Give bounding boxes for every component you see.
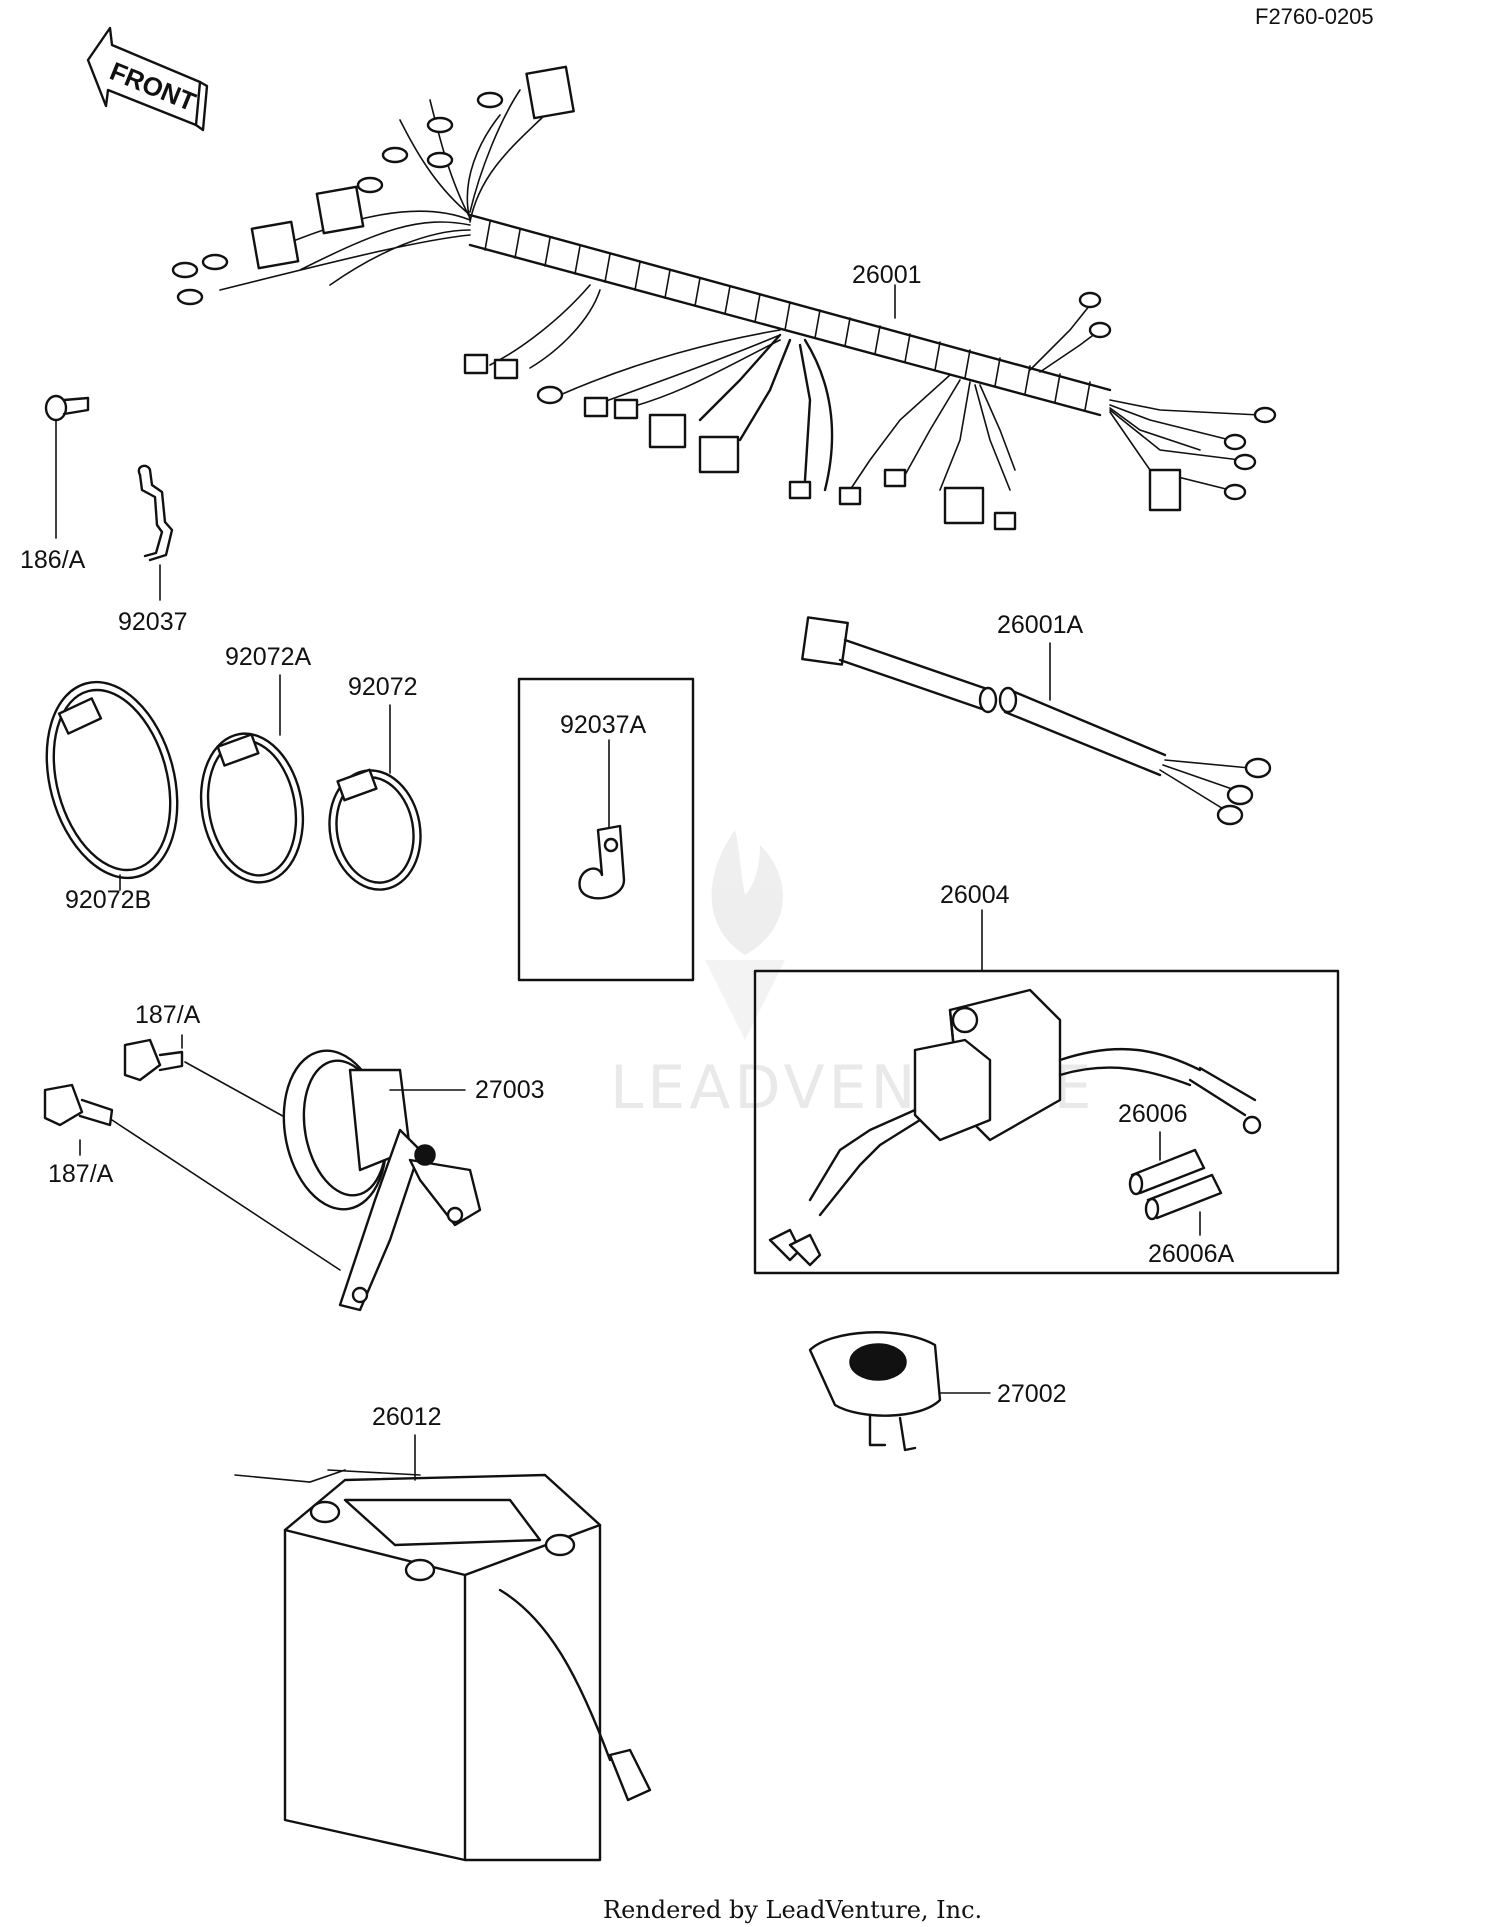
bolt-lower-drawing [43,1083,341,1271]
harness-band-a-drawing [199,674,305,884]
part-label-27002: 27002 [997,1380,1067,1408]
wire-clamp-drawing [517,677,695,982]
harness-band-drawing [328,704,422,891]
part-label-92037: 92037 [118,608,188,636]
front-arrow: FRONT [86,26,209,132]
part-label-26006: 26006 [1118,1100,1188,1128]
screw-drawing [44,394,90,539]
fuse-drawing [1128,1131,1223,1236]
harness-band-b-drawing [45,680,179,891]
part-label-92072a: 92072A [225,643,312,671]
sub-harness-drawing [801,616,1272,826]
part-label-187a-lower: 187/A [48,1160,114,1188]
part-label-26001a: 26001A [997,611,1084,639]
battery-drawing [234,1434,652,1862]
part-label-92037a: 92037A [560,711,647,739]
part-label-187a-upper: 187/A [135,1001,201,1029]
wire-clip-drawing [137,464,174,601]
part-label-26004: 26004 [940,881,1010,909]
part-label-186a: 186/A [20,546,86,574]
part-label-92072b: 92072B [65,886,151,914]
bolt-upper-drawing [123,1034,291,1121]
relay-assembly-drawing [753,909,1340,1275]
part-label-27003: 27003 [475,1076,545,1104]
horn-drawing [282,1049,482,1312]
part-label-92072: 92072 [348,673,418,701]
footer-credit: Rendered by LeadVenture, Inc. [603,1896,982,1924]
flasher-relay-drawing [808,1331,991,1452]
part-label-26001: 26001 [852,261,922,289]
diagram-code: F2760-0205 [1255,4,1374,29]
part-label-26012: 26012 [372,1403,442,1431]
part-label-26006a: 26006A [1148,1240,1235,1268]
wiring-harness-drawing [171,65,1277,531]
